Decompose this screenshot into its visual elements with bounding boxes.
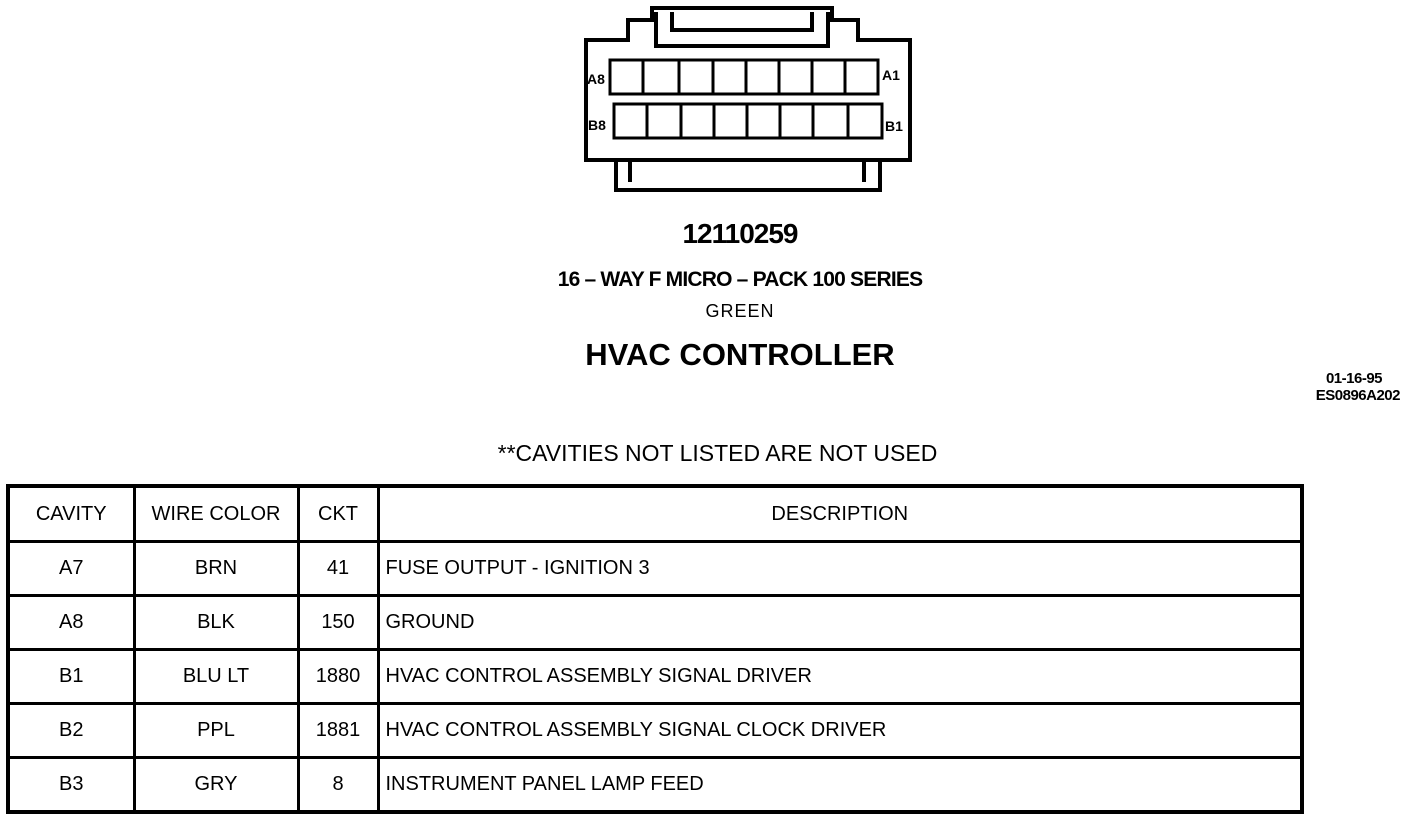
component-name: HVAC CONTROLLER (585, 337, 895, 372)
drawing-code: ES0896A202 (1315, 387, 1401, 404)
cell-cavity: B2 (6, 702, 136, 759)
cell-wire-color: BLK (132, 594, 300, 651)
cell-ckt: 8 (296, 756, 380, 814)
header-description: DESCRIPTION (376, 484, 1304, 543)
cell-ckt: 1880 (296, 648, 380, 705)
cell-description: GROUND (376, 594, 1304, 651)
cell-description: FUSE OUTPUT - IGNITION 3 (376, 540, 1304, 597)
cell-ckt: 150 (296, 594, 380, 651)
cell-description: HVAC CONTROL ASSEMBLY SIGNAL DRIVER (376, 648, 1304, 705)
header-wire-color: WIRE COLOR (132, 484, 300, 543)
label-a8: A8 (587, 71, 605, 87)
connector-diagram: A8 A1 B8 B1 (584, 6, 912, 192)
cell-ckt: 41 (296, 540, 380, 597)
cell-wire-color: BRN (132, 540, 300, 597)
connector-color: GREEN (705, 301, 775, 321)
cell-cavity: A8 (6, 594, 136, 651)
cell-cavity: B3 (6, 756, 136, 814)
part-number: 12110259 (682, 218, 798, 249)
label-b8: B8 (588, 117, 606, 133)
cavity-note: **CAVITIES NOT LISTED ARE NOT USED (497, 440, 938, 466)
cell-wire-color: GRY (132, 756, 300, 814)
header-cavity: CAVITY (6, 484, 136, 543)
table-row: B1 BLU LT 1880 HVAC CONTROL ASSEMBLY SIG… (6, 648, 1304, 705)
cell-cavity: B1 (6, 648, 136, 705)
table-header-row: CAVITY WIRE COLOR CKT DESCRIPTION (6, 484, 1304, 543)
revision-date: 01-16-95 (1325, 370, 1383, 387)
table-row: A7 BRN 41 FUSE OUTPUT - IGNITION 3 (6, 540, 1304, 597)
cell-description: HVAC CONTROL ASSEMBLY SIGNAL CLOCK DRIVE… (376, 702, 1304, 759)
cell-wire-color: PPL (132, 702, 300, 759)
header-ckt: CKT (296, 484, 380, 543)
connector-key (614, 158, 882, 192)
label-a1: A1 (882, 67, 900, 83)
connector-latch (654, 12, 830, 48)
cell-ckt: 1881 (296, 702, 380, 759)
cavity-row-a (608, 58, 880, 96)
connector-housing (584, 6, 912, 162)
cell-wire-color: BLU LT (132, 648, 300, 705)
cell-description: INSTRUMENT PANEL LAMP FEED (376, 756, 1304, 814)
cavity-row-b (612, 102, 884, 140)
table-row: B3 GRY 8 INSTRUMENT PANEL LAMP FEED (6, 756, 1304, 814)
table-row: B2 PPL 1881 HVAC CONTROL ASSEMBLY SIGNAL… (6, 702, 1304, 759)
cell-cavity: A7 (6, 540, 136, 597)
label-b1: B1 (885, 118, 903, 134)
pinout-table: CAVITY WIRE COLOR CKT DESCRIPTION A7 BRN… (6, 484, 1304, 814)
connector-series: 16 – WAY F MICRO – PACK 100 SERIES (557, 268, 923, 291)
table-row: A8 BLK 150 GROUND (6, 594, 1304, 651)
